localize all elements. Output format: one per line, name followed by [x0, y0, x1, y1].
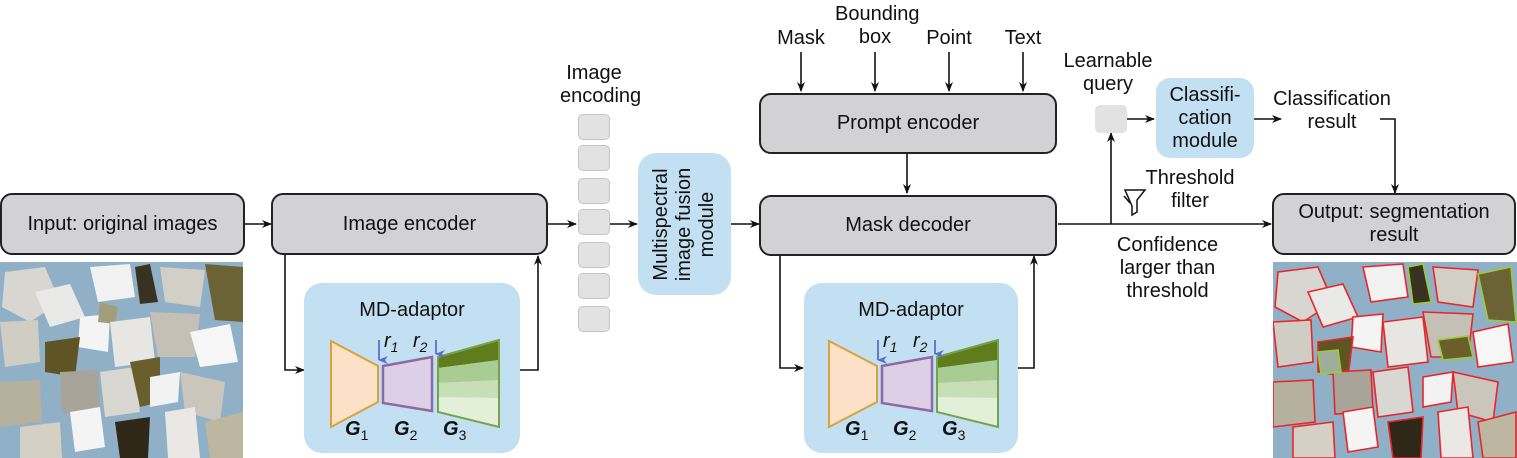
arrow-result-to-output: [1380, 118, 1399, 194]
encoding-token: [578, 209, 610, 235]
mask-decoder-box: Mask decoder: [759, 195, 1057, 256]
image-encoder-label: Image encoder: [342, 212, 477, 235]
g1-encoder-shape: [828, 339, 878, 429]
g1-label: G1: [345, 418, 369, 443]
g1-label: G1: [845, 418, 869, 443]
r2-label: r2: [413, 330, 428, 355]
md-adaptor-title: MD-adaptor: [359, 299, 465, 321]
prompt-mask-label: Mask: [777, 27, 825, 49]
prompt-text-label: Text: [1004, 27, 1042, 49]
g1-encoder-shape: [330, 339, 379, 429]
encoding-token: [578, 145, 610, 171]
prompt-point-label: Point: [926, 27, 972, 49]
g3-shape: [437, 338, 500, 429]
g3-shape: [936, 338, 999, 429]
classification-module: Classifi- cation module: [1156, 78, 1254, 158]
rock-thin-section-image: [0, 262, 243, 458]
g2-shape: [381, 355, 434, 413]
mask-decoder-label: Mask decoder: [845, 214, 971, 236]
segmented-rock-image: [1273, 262, 1517, 458]
input-label: Input: original images: [27, 212, 218, 235]
prompt-encoder-box: Prompt encoder: [759, 93, 1057, 154]
arrow-encoder-to-adaptor: [284, 255, 305, 374]
arrow-adaptor-to-decoder: [1018, 255, 1038, 369]
g3-label: G3: [942, 418, 966, 443]
md-adaptor-title: MD-adaptor: [858, 299, 964, 321]
segmentation-result-image: [1273, 262, 1517, 458]
encoding-token: [578, 242, 610, 268]
classification-module-label: Classifi- cation module: [1169, 83, 1241, 152]
image-encoder-box: Image encoder: [271, 193, 548, 255]
input-box: Input: original images: [0, 193, 245, 255]
encoding-token: [578, 273, 610, 299]
learnable-query-token: [1095, 105, 1127, 133]
prompt-encoder-label: Prompt encoder: [836, 112, 980, 134]
encoding-token: [578, 114, 610, 140]
r1-label: r1: [384, 330, 399, 355]
multispectral-fusion-module: Multispectral image fusion module: [638, 153, 731, 295]
arrow-adaptor-to-encoder: [520, 255, 542, 371]
g2-label: G2: [893, 418, 917, 443]
input-rock-image: [0, 262, 243, 458]
g3-label: G3: [443, 418, 467, 443]
arrow-decoder-to-adaptor: [779, 255, 804, 372]
encoding-token: [578, 306, 610, 332]
r2-label: r2: [913, 330, 928, 355]
funnel-icon: [1123, 189, 1147, 217]
encoding-token: [578, 178, 610, 204]
r1-label: r1: [883, 330, 898, 355]
g2-label: G2: [394, 418, 418, 443]
g2-shape: [880, 355, 934, 413]
